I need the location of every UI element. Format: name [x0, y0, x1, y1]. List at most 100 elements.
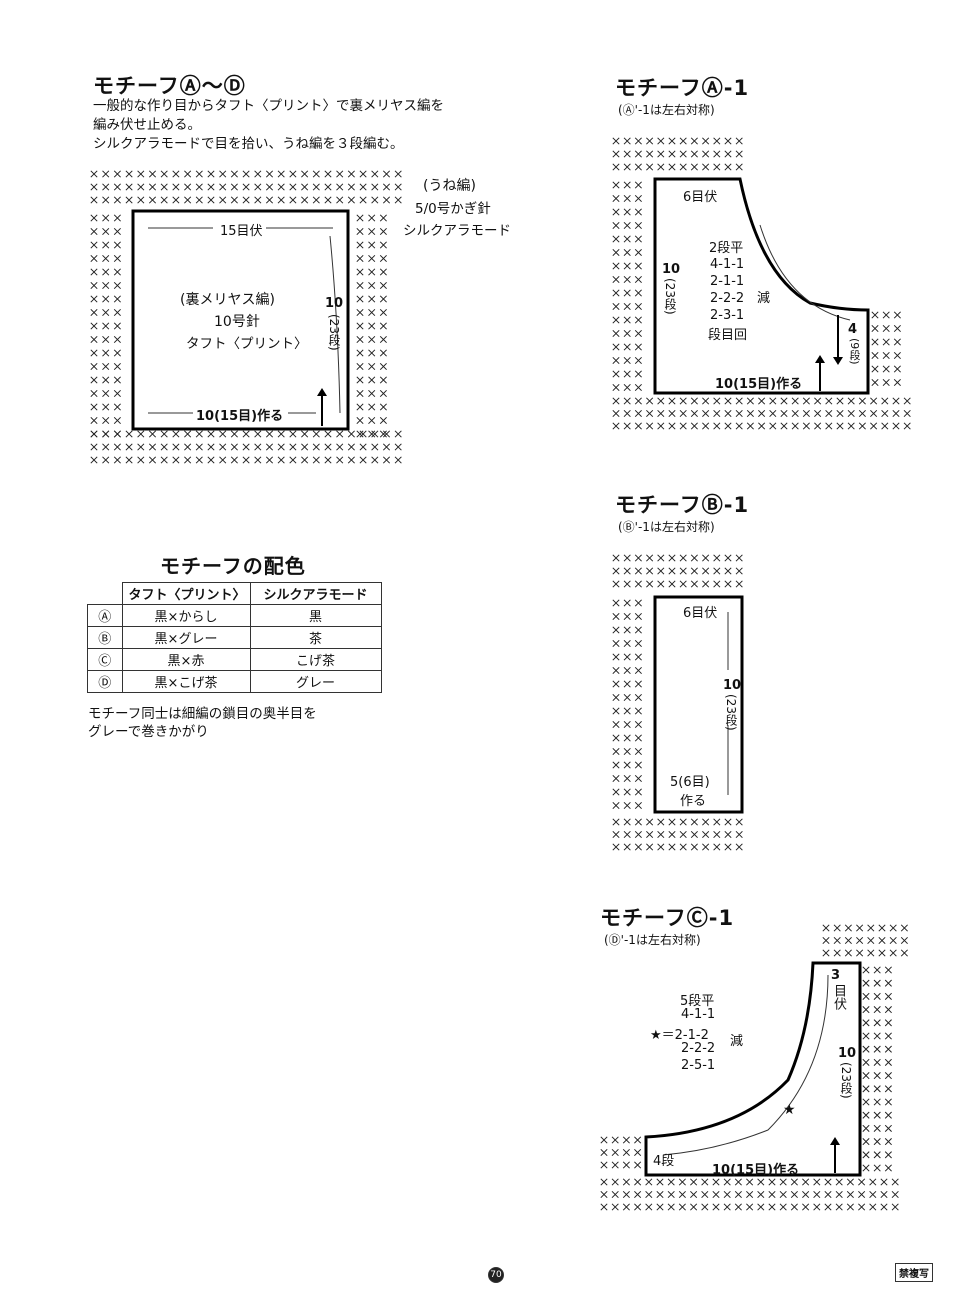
- stitch-mark: [379, 241, 387, 249]
- stitch-mark: [359, 443, 367, 451]
- stitch-mark: [623, 397, 631, 405]
- stitch-mark: [634, 302, 642, 311]
- stitch-mark: [184, 430, 192, 438]
- stitch-mark: [312, 196, 320, 204]
- stitch-mark: [612, 554, 620, 562]
- stitch-mark: [219, 443, 227, 451]
- stitch-mark: [884, 1006, 892, 1014]
- stitch-mark: [746, 1178, 754, 1186]
- stitch-mark: [102, 430, 110, 438]
- dim-line: [329, 235, 341, 414]
- stitch-mark: [623, 383, 631, 392]
- stitch-mark: [102, 376, 110, 384]
- stitch-mark: [844, 936, 852, 945]
- stitch-mark: [769, 422, 777, 430]
- stitch-mark: [612, 409, 620, 418]
- stitch-mark: [893, 324, 901, 333]
- stitch-mark: [679, 150, 687, 158]
- stitch-mark: [623, 612, 631, 621]
- stitch-mark: [113, 295, 121, 303]
- stitch-mark: [734, 1203, 742, 1211]
- stitch-mark: [356, 295, 364, 303]
- stitch-mark: [172, 183, 180, 191]
- stitch-mark: [884, 979, 892, 987]
- stitch-mark: [836, 422, 844, 430]
- stitch-mark: [668, 137, 676, 145]
- stitch-mark: [779, 1203, 787, 1211]
- stitch-mark: [769, 397, 777, 405]
- stitch-mark: [277, 443, 285, 451]
- stitch-mark: [822, 949, 830, 957]
- stitch-mark: [862, 1072, 870, 1080]
- stitch-mark: [612, 747, 620, 756]
- stitch-mark: [622, 1178, 630, 1186]
- stitch-mark: [646, 137, 654, 145]
- stitch-mark: [758, 409, 766, 418]
- stitch-mark: [184, 170, 192, 178]
- stitch-mark: [394, 430, 402, 438]
- stitch-mark: [148, 170, 157, 178]
- main-motif-desc-1: 一般的な作り目からタフト〈プリント〉で裏メリヤス編を: [93, 98, 444, 114]
- stitch-mark: [623, 761, 631, 769]
- stitch-mark: [713, 150, 721, 158]
- stitch-mark: [356, 214, 364, 222]
- stitch-mark: [289, 183, 297, 191]
- stitch-mark: [690, 830, 698, 839]
- stitch-mark: [301, 170, 309, 178]
- stitch-mark: [862, 979, 870, 987]
- stitch-mark: [862, 992, 870, 1000]
- stitch-mark: [668, 567, 676, 575]
- bind-off-label: 15目伏: [220, 224, 263, 239]
- motif-a1-dec-label: 減: [757, 291, 771, 306]
- stitch-mark: [873, 1111, 881, 1119]
- stitch-mark: [242, 456, 250, 464]
- stitch-mark: [690, 1203, 698, 1211]
- stitch-mark: [289, 170, 297, 178]
- stitch-mark: [265, 183, 274, 191]
- stitch-mark: [780, 409, 788, 418]
- stitch-mark: [368, 241, 376, 249]
- stitch-mark: [102, 295, 110, 303]
- color-table-title: モチーフの配色: [160, 554, 306, 578]
- center-label-2: 10号針: [214, 314, 260, 330]
- stitch-mark: [336, 456, 344, 464]
- stitch-mark: [612, 194, 620, 203]
- stitch-mark: [359, 196, 367, 204]
- stitch-mark: [825, 409, 833, 418]
- stitch-mark: [102, 389, 110, 398]
- stitch-mark: [113, 170, 121, 178]
- stitch-mark: [125, 196, 133, 204]
- stitch-mark: [90, 335, 98, 344]
- stitch-mark: [858, 1203, 866, 1211]
- stitch-mark: [90, 214, 98, 222]
- stitch-mark: [634, 409, 642, 418]
- stitch-mark: [113, 443, 121, 451]
- stitch-mark: [634, 554, 642, 562]
- stitch-mark: [657, 409, 665, 418]
- stitch-mark: [723, 1203, 731, 1211]
- stitch-mark: [790, 1178, 798, 1186]
- stitch-mark: [382, 456, 391, 464]
- stitch-mark: [254, 443, 262, 451]
- center-label-1: (裏メリヤス編): [180, 292, 275, 308]
- stitch-mark: [724, 137, 732, 145]
- stitch-mark: [379, 389, 387, 398]
- color-note-2: グレーで巻きかがり: [88, 724, 209, 740]
- stitch-mark: [856, 924, 864, 932]
- motif-a1-right-paren: (9段): [848, 338, 861, 365]
- stitch-mark: [612, 150, 620, 158]
- center-label-3: タフト〈プリント〉: [186, 336, 308, 352]
- motif-c1-decrease-1: 5段平: [680, 994, 715, 1009]
- stitch-mark: [690, 554, 698, 562]
- stitch-mark: [371, 430, 379, 438]
- stitch-mark: [623, 666, 631, 675]
- stitch-mark: [734, 1190, 742, 1199]
- stitch-mark: [379, 227, 387, 236]
- stitch-mark: [368, 430, 376, 438]
- stitch-mark: [780, 397, 788, 405]
- stitch-mark: [880, 1203, 888, 1211]
- stitch-mark: [195, 170, 203, 178]
- stitch-mark: [219, 196, 227, 204]
- stitch-mark: [701, 1178, 709, 1186]
- stitch-mark: [312, 443, 320, 451]
